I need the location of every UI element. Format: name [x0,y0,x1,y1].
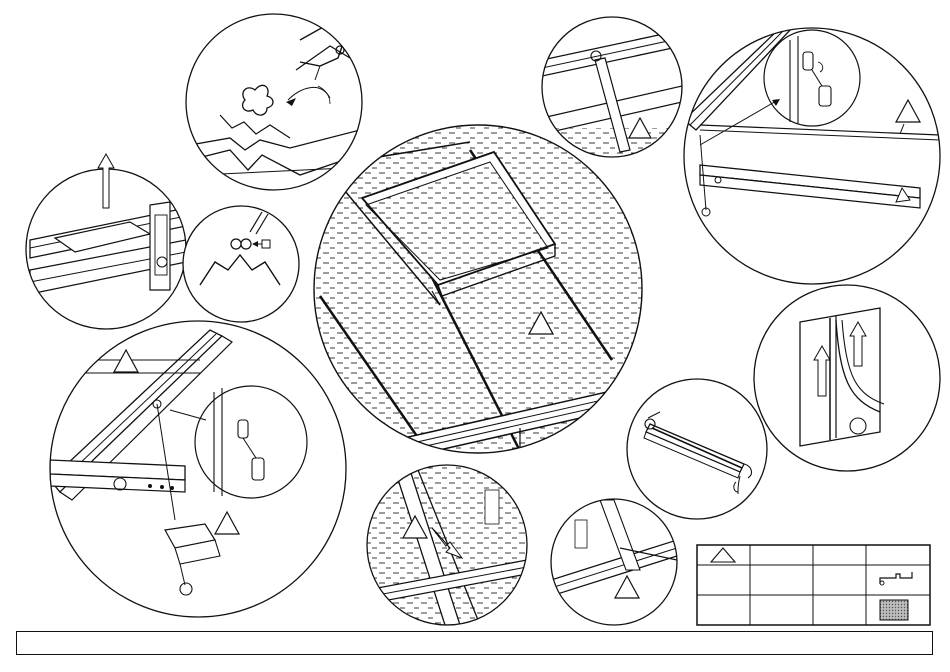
lift-bar-detail [26,154,186,329]
side-frame-detail [50,321,350,621]
parts-table [697,545,930,625]
eave-corner-detail [551,499,677,625]
glazing-panel-icon [880,600,908,620]
top-clip-detail [186,14,362,190]
ridge-bar-detail [542,17,682,158]
lower-panel-detail [367,465,527,625]
gutter-bar-detail [627,379,767,519]
slide-panel-detail [754,285,940,471]
main-panel-view [300,120,660,460]
clip-insert-detail [183,206,299,322]
caption-bar [16,631,933,655]
vent-bar-detail [684,28,940,284]
